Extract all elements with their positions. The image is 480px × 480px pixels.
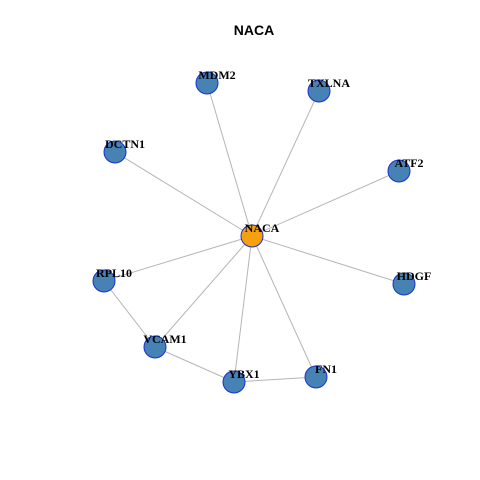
node-circle-mdm2 [195, 71, 219, 95]
node-ybx1: YBX1 [222, 367, 260, 394]
node-rpl10: RPL10 [92, 266, 132, 293]
edge-naca-hdgf [251, 235, 405, 285]
node-circle-ybx1 [222, 370, 246, 394]
node-atf2: ATF2 [387, 156, 424, 183]
edge-naca-ybx1 [233, 235, 253, 383]
node-naca: NACA [240, 221, 280, 248]
node-circle-hdgf [392, 272, 416, 296]
edge-ybx1-fn1 [233, 376, 317, 383]
node-circle-atf2 [387, 159, 411, 183]
node-txlna: TXLNA [307, 76, 350, 103]
node-label-hdgf: HDGF [397, 269, 432, 283]
edge-naca-mdm2 [206, 82, 253, 237]
edge-naca-rpl10 [103, 235, 253, 282]
edge-naca-atf2 [251, 170, 400, 237]
node-label-atf2: ATF2 [394, 156, 423, 170]
node-label-dctn1: DCTN1 [105, 137, 145, 151]
edges-layer [103, 82, 405, 383]
node-hdgf: HDGF [392, 269, 432, 296]
node-circle-dctn1 [103, 140, 127, 164]
edge-naca-dctn1 [114, 151, 253, 237]
node-label-fn1: FN1 [315, 362, 337, 376]
node-circle-naca [240, 224, 264, 248]
node-circle-txlna [307, 79, 331, 103]
edge-naca-vcam1 [154, 235, 253, 348]
node-label-ybx1: YBX1 [228, 367, 259, 381]
node-label-rpl10: RPL10 [96, 266, 132, 280]
node-circle-fn1 [304, 365, 328, 389]
edge-naca-txlna [251, 90, 320, 237]
node-label-naca: NACA [245, 221, 280, 235]
node-fn1: FN1 [304, 362, 337, 389]
node-label-mdm2: MDM2 [198, 68, 235, 82]
node-label-txlna: TXLNA [308, 76, 350, 90]
node-mdm2: MDM2 [195, 68, 236, 95]
edge-vcam1-ybx1 [154, 346, 235, 383]
edge-rpl10-vcam1 [103, 280, 156, 348]
node-label-vcam1: VCAM1 [143, 332, 186, 346]
node-circle-vcam1 [143, 335, 167, 359]
node-circle-rpl10 [92, 269, 116, 293]
node-vcam1: VCAM1 [143, 332, 187, 359]
edge-naca-fn1 [251, 235, 317, 378]
diagram-title: NACA [234, 22, 274, 38]
node-dctn1: DCTN1 [103, 137, 145, 164]
